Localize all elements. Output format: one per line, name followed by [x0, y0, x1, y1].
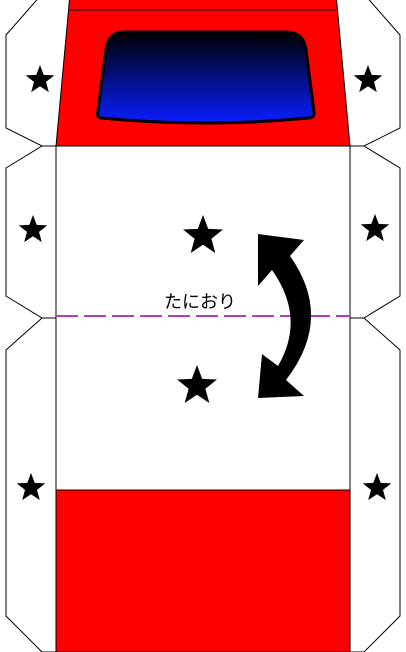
star-icon [16, 473, 46, 501]
fold-label: たにおり [164, 292, 236, 313]
curved-double-arrow-icon [258, 234, 312, 398]
bottom-red-panel [55, 489, 351, 652]
star-icon [353, 65, 383, 93]
star-icon [25, 65, 55, 93]
star-icon [183, 215, 223, 253]
stars-group [16, 65, 392, 501]
star-icon [360, 214, 390, 242]
star-icon [18, 215, 48, 243]
star-icon [177, 365, 217, 403]
window-shape [96, 30, 316, 125]
star-icon [362, 473, 392, 501]
